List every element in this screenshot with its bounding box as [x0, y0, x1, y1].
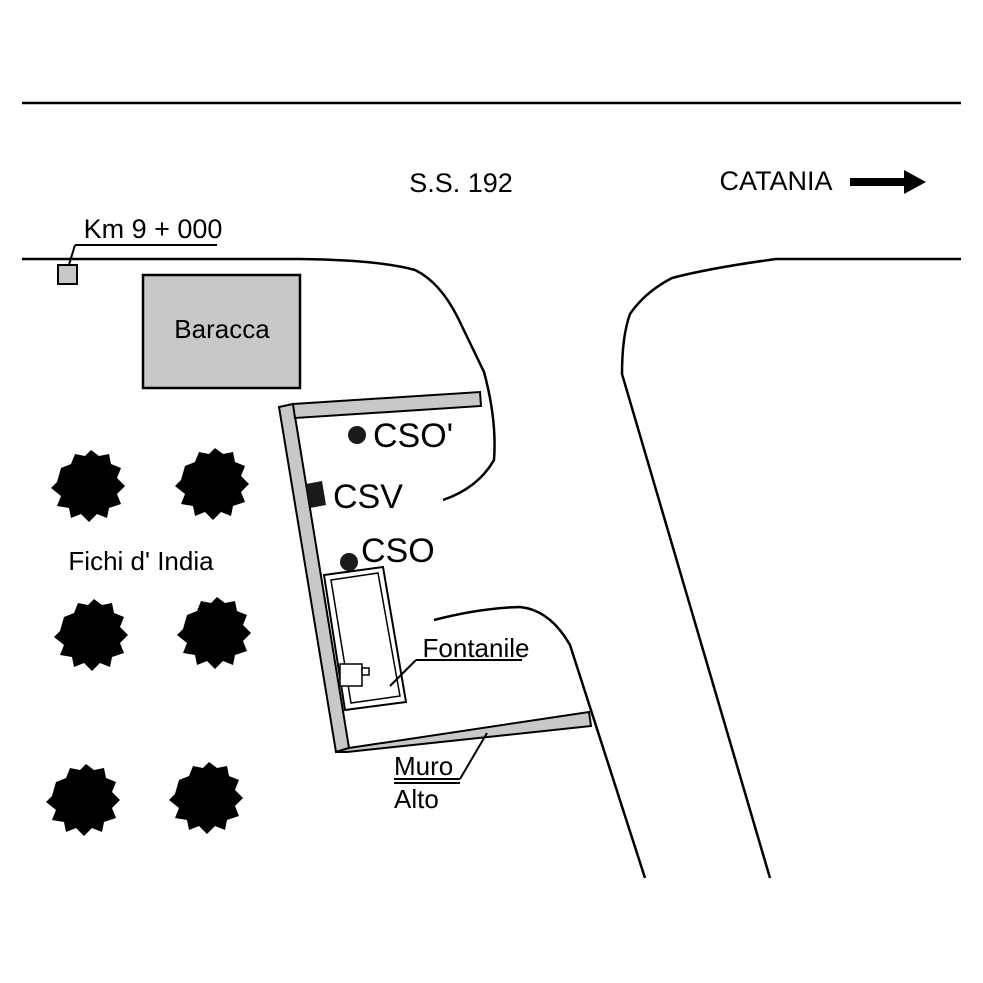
csv-marker — [306, 481, 326, 508]
vegetation-label: Fichi d' India — [68, 546, 214, 576]
wall-north — [291, 390, 483, 420]
baracca-label: Baracca — [174, 314, 270, 344]
muro-label-line2: Alto — [394, 784, 439, 814]
fontanile-spout — [361, 667, 370, 676]
muro-leader — [459, 732, 488, 780]
fontanile-tap — [339, 663, 363, 687]
milestone-marker — [57, 264, 78, 285]
cso-marker — [340, 553, 358, 571]
direction-label: CATANIA — [719, 166, 832, 196]
fontanile-label: Fontanile — [423, 633, 530, 663]
muro-label-line1: Muro — [394, 751, 453, 781]
fichi-india-tree-5-icon — [46, 764, 120, 836]
cso-label: CSO — [361, 532, 435, 570]
fichi-india-tree-4-icon — [177, 597, 251, 669]
fichi-india-tree-1-icon — [51, 450, 125, 522]
road-edge-south-west — [22, 257, 496, 502]
arrow-right-icon — [850, 170, 926, 194]
baracca-building — [141, 273, 302, 390]
fichi-india-tree-3-icon — [54, 599, 128, 671]
cso-prime-label: CSO' — [373, 417, 453, 455]
road-edge-side-road-west — [433, 605, 647, 879]
wall-south — [335, 710, 593, 753]
milestone-label: Km 9 + 000 — [84, 214, 223, 244]
road-edge-side-road-east — [620, 257, 961, 879]
cso-prime-marker — [348, 426, 366, 444]
fichi-india-tree-6-icon — [169, 762, 243, 834]
road-name-label: S.S. 192 — [409, 168, 513, 198]
fichi-india-tree-2-icon — [175, 448, 249, 520]
fontanile-leader — [389, 659, 417, 687]
csv-label: CSV — [333, 478, 403, 516]
